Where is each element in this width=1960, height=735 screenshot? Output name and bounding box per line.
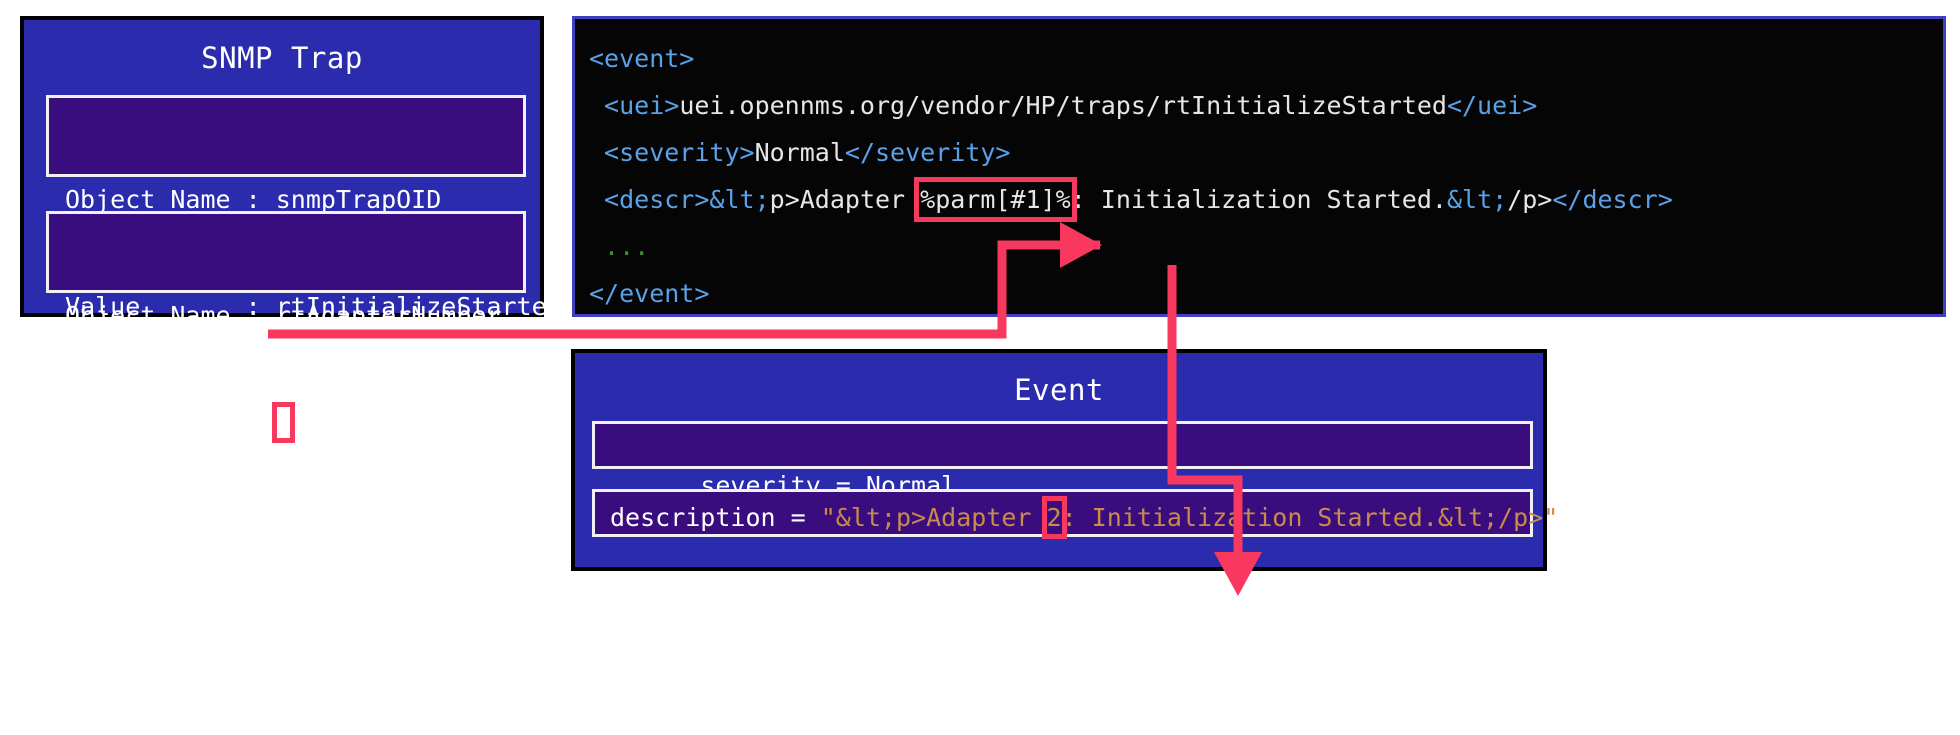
highlight-box-event-value <box>1041 496 1067 539</box>
event-description-quote-open: " <box>820 503 836 532</box>
code-token: &lt; <box>1446 185 1508 214</box>
code-token: p>Adapter <box>769 185 921 214</box>
code-token: ... <box>589 232 650 261</box>
varbind-row-rtadapternumber: Object Name : rtAdapterNumber Value : 2 <box>46 211 526 437</box>
code-line-descr: <descr>&lt;p>Adapter %parm[#1]%: Initial… <box>589 176 1943 223</box>
code-token: &lt; <box>709 185 770 214</box>
code-token: uei.opennms.org/vendor/HP/traps/rtInitia… <box>679 91 1447 120</box>
code-token: <severity> <box>589 138 755 167</box>
varbind-object-name: Object Name : snmpTrapOID <box>65 185 442 214</box>
code-line-severity: <severity>Normal</severity> <box>589 129 1943 176</box>
snmp-trap-panel: SNMP Trap Object Name : snmpTrapOID Valu… <box>20 16 562 437</box>
highlight-box-parm-token <box>914 177 1077 222</box>
code-token: <uei> <box>589 91 680 120</box>
varbind-value-highlighted: 2 <box>275 407 291 437</box>
xml-code-lines: <event> <uei>uei.opennms.org/vendor/HP/t… <box>589 35 1943 314</box>
varbind-row-snmptrapoid: Object Name : snmpTrapOID Value : rtInit… <box>46 95 562 321</box>
code-line-ellipsis: ... <box>589 223 1943 270</box>
code-line-event-close: </event> <box>589 270 1943 314</box>
varbind-value-line: Value : 2 <box>65 405 523 441</box>
code-token: </event> <box>589 279 710 308</box>
code-token: : Initialization Started. <box>1070 185 1447 214</box>
code-token: </uei> <box>1446 91 1538 120</box>
event-description-quote-close: " <box>1543 503 1559 532</box>
event-description-value: 2 <box>1046 503 1062 532</box>
code-token: </descr> <box>1552 185 1673 214</box>
event-description-tail: : Initialization Started.&lt;/p> <box>1061 503 1544 532</box>
event-description-prefix: description = <box>610 503 821 532</box>
code-token: </severity> <box>844 138 1011 167</box>
event-field-severity: severity = Normal <box>592 421 1533 500</box>
event-description-head: &lt;p>Adapter <box>835 503 1047 532</box>
snmp-trap-title: SNMP Trap <box>201 41 363 75</box>
code-line-event-open: <event> <box>589 35 1943 82</box>
event-title: Event <box>1014 373 1104 407</box>
varbind-object-name: Object Name : rtAdapterNumber <box>65 301 502 330</box>
highlight-box-trap-value <box>271 401 295 443</box>
parm-token: %parm[#1]% <box>920 185 1071 214</box>
varbind-value-prefix: Value : <box>65 407 276 437</box>
code-token: /p> <box>1507 185 1553 214</box>
code-token: <event> <box>589 44 695 73</box>
code-token: <descr> <box>589 185 710 214</box>
code-line-uei: <uei>uei.opennms.org/vendor/HP/traps/rtI… <box>589 82 1943 129</box>
code-token: Normal <box>754 138 845 167</box>
event-definition-xml-block: <event> <uei>uei.opennms.org/vendor/HP/t… <box>572 16 1946 317</box>
